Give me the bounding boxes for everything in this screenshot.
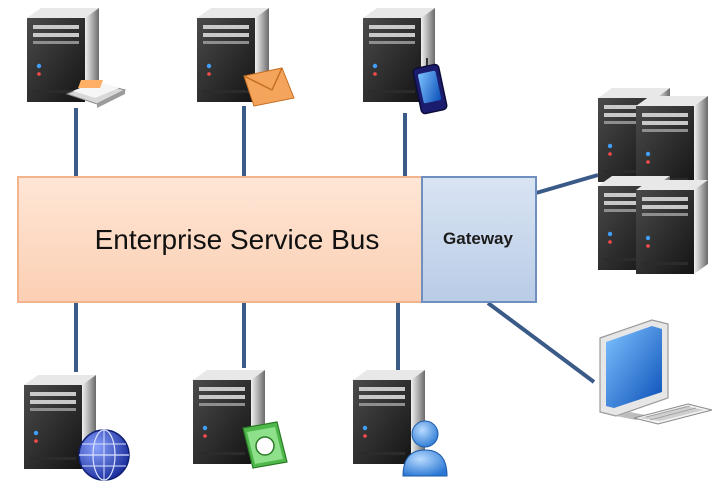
envelope-icon xyxy=(243,67,295,107)
connector-gateway-cluster xyxy=(535,173,599,195)
server-payment xyxy=(193,370,288,469)
server-fax xyxy=(27,8,127,108)
desktop-computer xyxy=(599,319,713,425)
enterprise-service-bus: Enterprise Service Bus xyxy=(17,176,425,303)
server-mail xyxy=(197,8,295,107)
bus-label: Enterprise Service Bus xyxy=(95,224,380,255)
server-web xyxy=(24,375,130,481)
user-icon xyxy=(402,420,448,477)
gateway-box xyxy=(421,176,537,303)
server-mobile xyxy=(363,8,448,115)
monitor-icon xyxy=(599,319,713,425)
server-cluster-icon xyxy=(598,88,708,274)
gateway-label: Gateway xyxy=(443,229,513,248)
fax-icon xyxy=(65,80,127,108)
server-user xyxy=(353,370,448,477)
globe-icon xyxy=(78,429,130,481)
server-cluster xyxy=(598,88,708,274)
gateway: Gateway xyxy=(421,176,537,303)
money-icon xyxy=(242,421,288,469)
mobile-phone-icon xyxy=(412,58,448,115)
connectors xyxy=(74,106,599,384)
bus-box xyxy=(17,176,425,303)
connector-gateway-desktop xyxy=(486,301,596,384)
